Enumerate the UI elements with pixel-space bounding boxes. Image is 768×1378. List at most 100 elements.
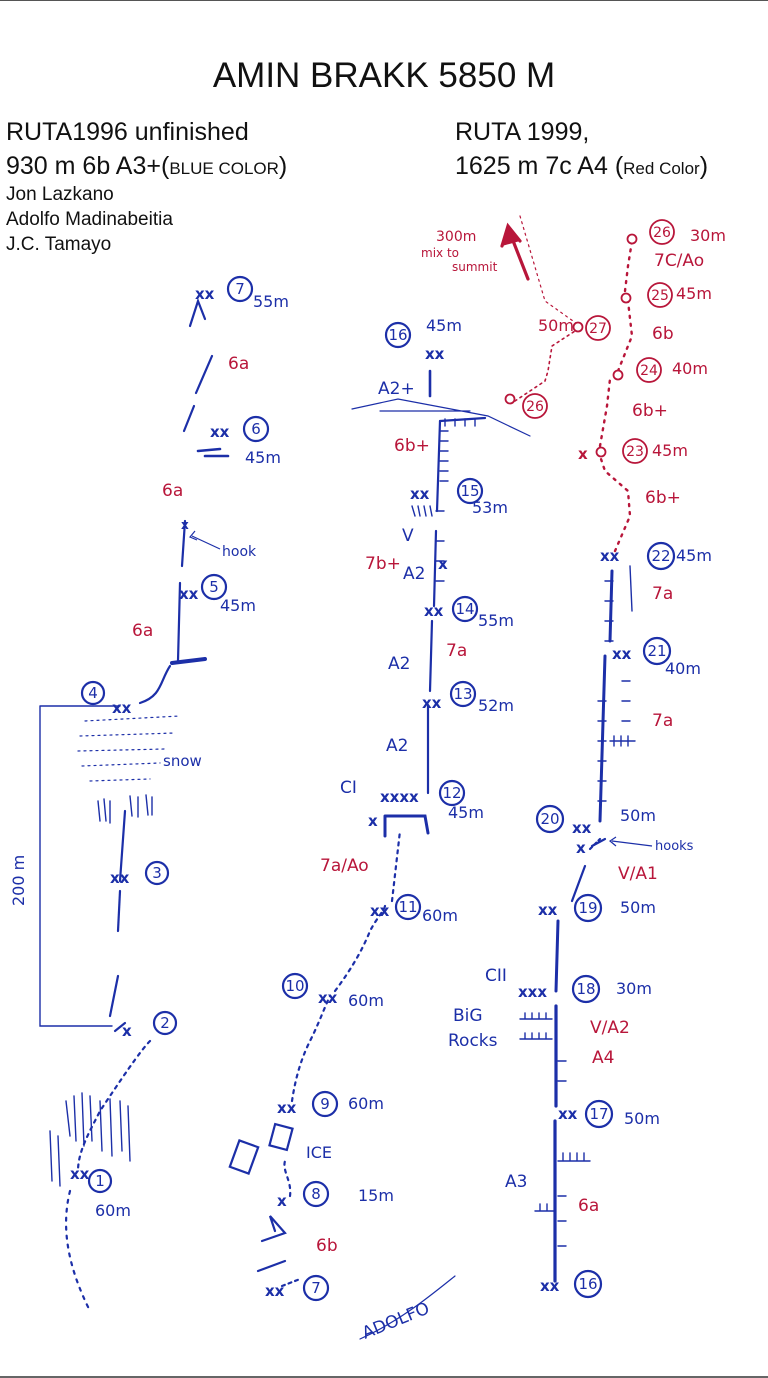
svg-text:xx: xx [600, 547, 620, 565]
pitch-length-1999-5: 45m [448, 803, 484, 822]
pitch-length-1999-8: 53m [472, 498, 508, 517]
pitch-grade-1999-4: 7a/Ao [320, 856, 369, 876]
pitch-number-1999-6: 13 [453, 685, 472, 703]
height-marker: 200 m [9, 855, 28, 906]
pitch-number-1999-0: 7 [311, 1279, 321, 1297]
pitch-length-1996-5: 45m [220, 596, 256, 615]
pitch-length-1999-18: 40m [672, 359, 708, 378]
svg-text:xx: xx [540, 1277, 560, 1295]
pitch-number-1999-12: 18 [576, 980, 595, 998]
svg-text:xx: xx [425, 345, 445, 363]
svg-text:x: x [277, 1192, 287, 1210]
pitch-grade-1996-6: 6a [162, 481, 183, 501]
svg-text:xx: xx [370, 902, 390, 920]
pitch-number-1999-4: 11 [398, 898, 417, 916]
pitch-number-1999-9: 16 [388, 326, 407, 344]
pitch-grade-1999-16: 6b+ [645, 488, 681, 508]
svg-text:xx: xx [110, 869, 130, 887]
summit-note-1: 300m [436, 229, 476, 245]
pitch-circles-blue [82, 277, 674, 1300]
pitch-number-1999-11: 17 [589, 1105, 608, 1123]
pitch-aid-1999-9: A2+ [378, 379, 415, 399]
pitch-number-1999-2: 9 [320, 1095, 330, 1113]
pitch-number-1996-7: 7 [235, 280, 245, 298]
pitch-number-1996-2: 2 [160, 1014, 170, 1032]
pitch-number-1996-4: 4 [88, 684, 98, 702]
pitch-grade-1999-17: 6b+ [632, 401, 668, 421]
svg-text:x: x [122, 1022, 132, 1040]
svg-text:x: x [438, 555, 448, 573]
pitch-aid-1999-12: CII [485, 966, 507, 986]
pitch-length-1999-16: 45m [676, 546, 712, 565]
pitch-number-1999-17: 23 [626, 444, 644, 460]
pitch-length-1999-20: 30m [690, 226, 726, 245]
pitch-length-1999-13: 50m [620, 898, 656, 917]
pitch-length-1999-22: 50m [538, 316, 574, 335]
svg-text:xx: xx [422, 694, 442, 712]
route-1999-right-line [360, 566, 635, 1339]
svg-text:xx: xx [210, 423, 230, 441]
pitch-aid-1999-17: A4 [592, 1048, 614, 1068]
summit-note-3: summit [452, 260, 498, 274]
pitch-aid-1999-5: CI [340, 778, 357, 798]
svg-text:xx: xx [612, 645, 632, 663]
svg-text:xx: xx [265, 1282, 285, 1300]
svg-text:xx: xx [424, 602, 444, 620]
hooks-label: hooks [655, 839, 694, 854]
svg-text:xx: xx [572, 819, 592, 837]
pitch-number-1999-21: 26 [526, 399, 544, 415]
signature: ADOLFO [359, 1299, 432, 1344]
svg-text:x: x [576, 839, 586, 857]
big-rocks-label-2: Rocks [448, 1031, 498, 1051]
pitch-number-1996-3: 3 [152, 864, 162, 882]
pitch-length-1999-14: 50m [620, 806, 656, 825]
summit-note-2: mix to [421, 246, 459, 260]
route-1996-line [40, 301, 228, 1311]
pitch-number-1999-7: 14 [455, 600, 474, 618]
pitch-length-1999-19: 45m [676, 284, 712, 303]
pitch-number-1996-5: 5 [209, 578, 219, 596]
svg-text:xx: xx [70, 1165, 90, 1183]
pitch-length-1996-7: 55m [253, 292, 289, 311]
pitch-grade-1999-15: 7a [652, 584, 673, 604]
pitch-aid-1999-6: A2 [386, 736, 408, 756]
svg-text:xx: xx [558, 1105, 578, 1123]
pitch-grade-1999-9: 6a [578, 1196, 599, 1216]
pitch-length-1999-9: 45m [426, 316, 462, 335]
pitch-length-1999-15: 40m [665, 659, 701, 678]
svg-text:x: x [181, 518, 189, 532]
pitch-grade-1996-5: 6a [132, 621, 153, 641]
pitch-length-1999-6: 52m [478, 696, 514, 715]
pitch-grade-1999-15-roman: V [402, 526, 414, 546]
pitch-number-1999-16: 22 [651, 547, 670, 565]
pitch-length-1996-1: 60m [95, 1201, 131, 1220]
pitch-grade-1999-18: 6b [652, 324, 674, 344]
pitch-grade-1999-7: 7b+ [365, 554, 401, 574]
pitch-grade-1999-19: 7C/Ao [654, 251, 704, 271]
pitch-number-1999-15: 21 [647, 642, 666, 660]
pitch-aid-1999-10: A3 [505, 1172, 527, 1192]
pitch-number-1999-18: 24 [640, 363, 658, 379]
svg-text:xx: xx [318, 989, 338, 1007]
summit-arrow [502, 226, 528, 279]
svg-text:xxxx: xxxx [380, 788, 419, 806]
pitch-number-1999-14: 20 [540, 810, 559, 828]
svg-text:xx: xx [277, 1099, 297, 1117]
svg-text:xx: xx [179, 585, 199, 603]
pitch-length-1999-7: 55m [478, 611, 514, 630]
pitch-length-1999-12: 30m [616, 979, 652, 998]
pitch-length-1999-1: 15m [358, 1186, 394, 1205]
snow-patch [78, 716, 180, 781]
rock-texture [50, 795, 152, 1186]
pitch-length-1996-6: 45m [245, 448, 281, 467]
pitch-number-1999-10: 16 [578, 1275, 597, 1293]
svg-text:x: x [578, 445, 588, 463]
pitch-length-1999-3: 60m [348, 991, 384, 1010]
pitch-number-1996-1: 1 [95, 1172, 105, 1190]
pitch-length-1999-2: 60m [348, 1094, 384, 1113]
pitch-grade-1996-7: 6a [228, 354, 249, 374]
pitch-number-1996-6: 6 [251, 420, 261, 438]
pitch-number-1999-1: 8 [311, 1185, 321, 1203]
ice-label: ICE [306, 1143, 332, 1162]
